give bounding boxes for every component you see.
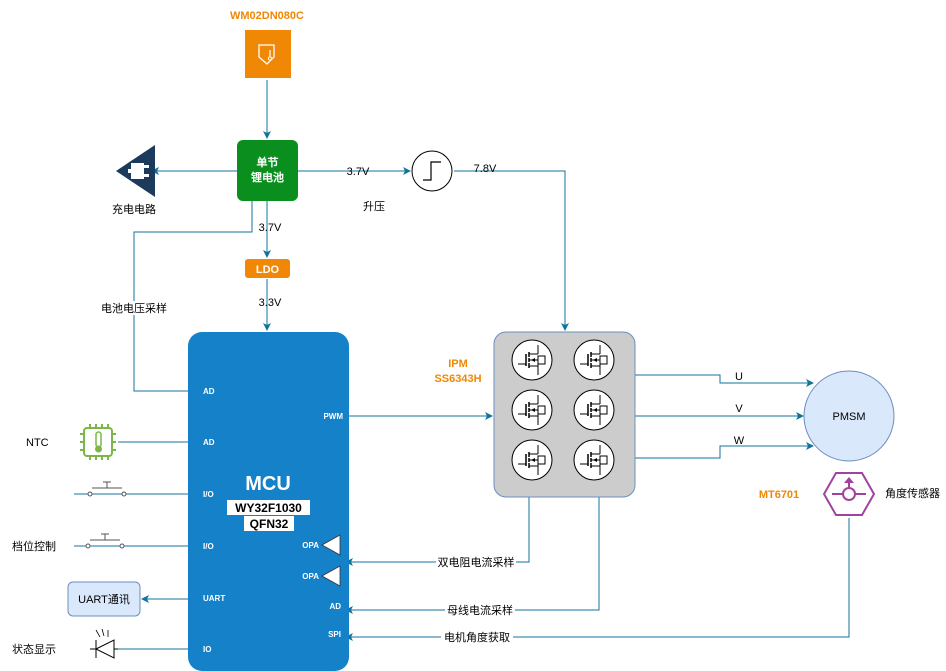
wm02-block[interactable] [245, 30, 291, 78]
angle-sensor-label: 角度传感器 [885, 486, 940, 500]
mosfet-icon [573, 339, 615, 381]
pin-opa-1: OPA [302, 541, 319, 550]
bus-current-label-bg [445, 603, 515, 617]
pin-ad-3: AD [329, 602, 341, 611]
gear-control-label: 档位控制 [12, 539, 56, 553]
pmsm-motor[interactable]: PMSM [803, 370, 895, 462]
push-button-switch-2[interactable] [85, 533, 125, 549]
boost-block[interactable] [411, 150, 453, 192]
battery-block[interactable]: 单节 锂电池 [237, 140, 298, 201]
pin-pwm: PWM [323, 412, 343, 421]
mosfet-icon [573, 439, 615, 481]
wire-label-3v7-boost: 3.7V [347, 166, 370, 178]
battery-box [237, 140, 298, 201]
step-icon [423, 161, 441, 181]
angle-sensor-block[interactable] [822, 472, 876, 516]
wire-label-3v3: 3.3V [259, 297, 282, 309]
pin-io-1: I/O [203, 490, 214, 499]
mosfet-icon [511, 339, 553, 381]
status-display-label: 状态显示 [12, 642, 56, 656]
charger-label: 充电电路 [112, 202, 156, 216]
push-button-switch-1[interactable] [87, 481, 127, 497]
pmsm-label: PMSM [833, 411, 866, 423]
pin-ad-2: AD [203, 438, 215, 447]
batt-sense-label-bg [98, 301, 172, 315]
mosfet-icon [573, 389, 615, 431]
mcu-package-bg [244, 516, 294, 531]
pin-ad-1: AD [203, 387, 215, 396]
battery-label-1: 单节 [257, 155, 279, 169]
pin-opa-2: OPA [302, 572, 319, 581]
uart-label: UART通讯 [78, 593, 130, 606]
pmsm-circle [803, 370, 895, 462]
uart-box [67, 581, 141, 617]
ldo-block[interactable]: LDO [245, 259, 290, 278]
mcu-block[interactable]: MCU WY32F1030 QFN32 AD AD I/O I/O UART I… [188, 332, 349, 671]
ntc-label: NTC [26, 437, 49, 449]
wire-battery-sense [133, 201, 253, 392]
mosfet-icon [511, 389, 553, 431]
mcu-part-number: WY32F1030 [235, 501, 302, 515]
wire-boost-to-ipm [454, 170, 569, 331]
wire-phase-u [635, 374, 814, 387]
wire-dual-shunt [345, 497, 530, 566]
pin-spi: SPI [328, 630, 341, 639]
wire-label-bus-current: 母线电流采样 [447, 603, 513, 617]
wire-phase-w [635, 442, 814, 459]
mosfet-array [511, 339, 615, 481]
phase-w-label: W [734, 435, 745, 447]
mcu-title: MCU [245, 473, 291, 495]
charger-block[interactable]: 充电电路 [112, 145, 156, 216]
wire-label-7v8: 7.8V [474, 163, 497, 175]
motor-angle-label-bg [441, 630, 513, 644]
mcu-part-bg [227, 500, 310, 515]
wire-label-batt-sense: 电池电压采样 [101, 301, 167, 315]
thermometer-chip-icon [80, 424, 116, 460]
boost-label: 升压 [363, 200, 385, 213]
ipm-label: IPM [448, 358, 468, 370]
wire-bus-current [345, 497, 600, 614]
wm02-box [245, 30, 291, 78]
plug-icon [116, 145, 155, 197]
phase-v-label: V [735, 403, 743, 415]
wire-label-dual-shunt: 双电阻电流采样 [438, 555, 515, 569]
mcu-package: QFN32 [250, 517, 289, 531]
phase-u-label: U [735, 371, 743, 383]
opamp-icon-2 [321, 565, 341, 587]
pin-uart: UART [203, 594, 225, 603]
pin-io-3: IO [203, 645, 211, 654]
battery-label-2: 锂电池 [251, 170, 284, 184]
ldo-box [245, 259, 290, 278]
boost-circle [411, 150, 453, 192]
led-icon [90, 628, 118, 659]
opamp-icon-1 [321, 534, 341, 556]
dual-shunt-label-bg [436, 555, 516, 569]
mosfet-icon [511, 439, 553, 481]
wireless-module-icon [258, 44, 275, 65]
ipm-block[interactable] [493, 331, 636, 498]
wm02-label: WM02DN080C [230, 10, 304, 22]
ipm-part-number: SS6343H [434, 373, 481, 385]
ldo-label: LDO [256, 264, 280, 276]
pin-io-2: I/O [203, 542, 214, 551]
wires [74, 80, 850, 650]
sensor-icon [832, 477, 866, 501]
wire-label-3v7-ldo: 3.7V [259, 222, 282, 234]
mt6701-label: MT6701 [759, 489, 799, 501]
wire-label-motor-angle: 电机角度获取 [444, 630, 510, 644]
uart-block[interactable]: UART通讯 [67, 581, 141, 617]
wire-motor-angle [345, 518, 850, 641]
